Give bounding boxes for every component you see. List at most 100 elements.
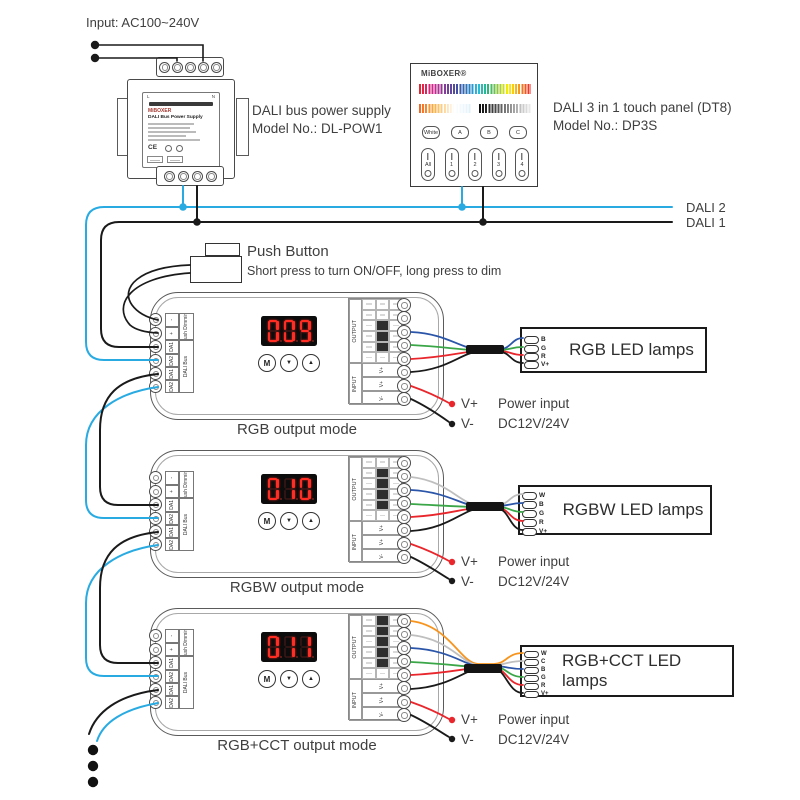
terminal-label-cell: DA2 xyxy=(165,670,179,683)
mode-label: RGB output mode xyxy=(236,421,358,438)
terminal-label: DA2 xyxy=(168,539,175,550)
terminal-screw xyxy=(397,627,411,641)
terminal-screw xyxy=(397,311,411,325)
terminal-group-cell: Push Dimming xyxy=(179,471,194,498)
ps-input-bar xyxy=(149,101,213,106)
terminal-screw xyxy=(397,550,411,564)
zone-circle xyxy=(471,170,479,177)
input-caption: INPUT xyxy=(351,375,358,393)
mode-button: M xyxy=(258,354,276,372)
terminal-label-cell: DA2 xyxy=(165,538,179,551)
vplus-label: V+ xyxy=(461,554,478,569)
power-input-line1: Power input xyxy=(498,554,570,569)
panel-caption-line1: DALI 3 in 1 touch panel (DT8) xyxy=(553,100,732,115)
ps-screw xyxy=(163,170,175,182)
terminal-group-cell: DALI Bus xyxy=(179,498,194,551)
terminal-screw xyxy=(397,641,411,655)
terminal-group-label: DALI Bus xyxy=(183,513,189,536)
vminus-label: V- xyxy=(461,574,474,589)
terminal-label-cell: DA2 xyxy=(165,696,179,709)
ps-dali-terminal-box xyxy=(167,156,183,163)
terminal-label: + xyxy=(168,648,175,651)
terminal-screw xyxy=(397,456,411,470)
led-display xyxy=(261,632,317,662)
zone-circle xyxy=(424,170,432,177)
lamp-terminal-label: V+ xyxy=(541,361,550,368)
down-button: ▼ xyxy=(280,670,298,688)
terminal-group-cell: Push Dimming xyxy=(179,629,194,656)
ps-terminal-l: L xyxy=(147,94,150,99)
lamp-terminal xyxy=(522,501,537,509)
terminal-label: - xyxy=(168,635,175,637)
panel-zone-3: 3 xyxy=(491,148,506,181)
input-terminal-label: V- xyxy=(379,711,385,717)
panel-zone-all: All xyxy=(421,148,435,181)
lamp-terminal xyxy=(524,675,539,682)
input-caption: INPUT xyxy=(351,533,358,551)
terminal-screw xyxy=(149,498,162,511)
terminal-label: DA2 xyxy=(168,671,175,682)
lamp-terminal-label: R xyxy=(539,519,544,526)
terminal-label-cell: DA2 xyxy=(165,380,179,393)
lamp-terminal-label: B xyxy=(541,336,546,343)
terminal-screw xyxy=(149,629,162,642)
more-devices-ellipsis xyxy=(87,744,99,788)
panel-button-label: B xyxy=(487,129,491,136)
ps-screw xyxy=(184,61,196,73)
terminal-screw xyxy=(397,298,411,312)
lamp-terminal xyxy=(524,361,539,369)
lamp-terminal-label: B xyxy=(541,667,546,673)
lamp-terminal-label: B xyxy=(539,501,544,508)
lamp-terminal xyxy=(524,691,539,698)
terminal-label-cell: DA2 xyxy=(165,354,179,367)
terminal-screw xyxy=(397,681,411,695)
input-terminal-label: V+ xyxy=(379,696,385,704)
terminal-label: - xyxy=(168,477,175,479)
input-caption-cell: INPUT xyxy=(349,521,362,563)
ps-terminal-n: N xyxy=(211,94,215,99)
panel-logo: MiBOXER® xyxy=(421,69,467,78)
terminal-label: + xyxy=(168,490,175,493)
cable-bundle xyxy=(466,345,504,354)
dali-touch-panel: MiBOXER® White A B C All 1 2 3 4 xyxy=(410,63,538,187)
led-display xyxy=(261,474,317,504)
lamp-terminal-label: R xyxy=(541,353,546,360)
terminal-screw xyxy=(397,668,411,682)
terminal-label-cell: DA2 xyxy=(165,512,179,525)
push-button-body xyxy=(190,256,242,283)
push-button-title: Push Button xyxy=(247,243,329,260)
zone-label: 3 xyxy=(496,161,501,168)
terminal-label: DA1 xyxy=(168,368,175,379)
terminal-screw xyxy=(397,365,411,379)
output-caption: OUTPUT xyxy=(351,477,358,501)
panel-caption-line2: Model No.: DP3S xyxy=(553,118,658,133)
lamp-terminal-label: W xyxy=(541,651,547,657)
panel-button-label: A xyxy=(458,129,462,136)
ps-screw xyxy=(159,61,170,73)
panel-zone-1: 1 xyxy=(444,148,459,181)
terminal-screw xyxy=(397,392,411,406)
terminal-label-cell: - xyxy=(165,313,179,327)
ps-screw xyxy=(171,61,183,73)
vminus-label: V- xyxy=(461,416,474,431)
zone-label: 1 xyxy=(449,161,454,168)
terminal-group-cell: DALI Bus xyxy=(179,656,194,709)
terminal-screw xyxy=(149,354,162,367)
power-input-line2: DC12V/24V xyxy=(498,732,570,747)
ps-screw xyxy=(177,170,189,182)
terminal-screw xyxy=(149,327,162,340)
terminal-screw xyxy=(397,469,411,483)
input-caption-cell: INPUT xyxy=(349,679,362,721)
dali2-label: DALI 2 xyxy=(686,200,726,215)
down-arrow-icon: ▼ xyxy=(286,360,292,366)
ps-screw xyxy=(197,61,209,73)
terminal-label: - xyxy=(168,319,175,321)
lamp-terminal-label: G xyxy=(541,675,546,681)
mode-label: RGBW output mode xyxy=(229,579,365,596)
down-arrow-icon: ▼ xyxy=(286,676,292,682)
terminal-label: DA1 xyxy=(168,342,175,352)
panel-button-label: White xyxy=(423,129,439,136)
lamp-terminal-label: R xyxy=(541,683,546,689)
mode-label: RGB+CCT output mode xyxy=(217,737,377,754)
cert-icon xyxy=(165,145,172,152)
